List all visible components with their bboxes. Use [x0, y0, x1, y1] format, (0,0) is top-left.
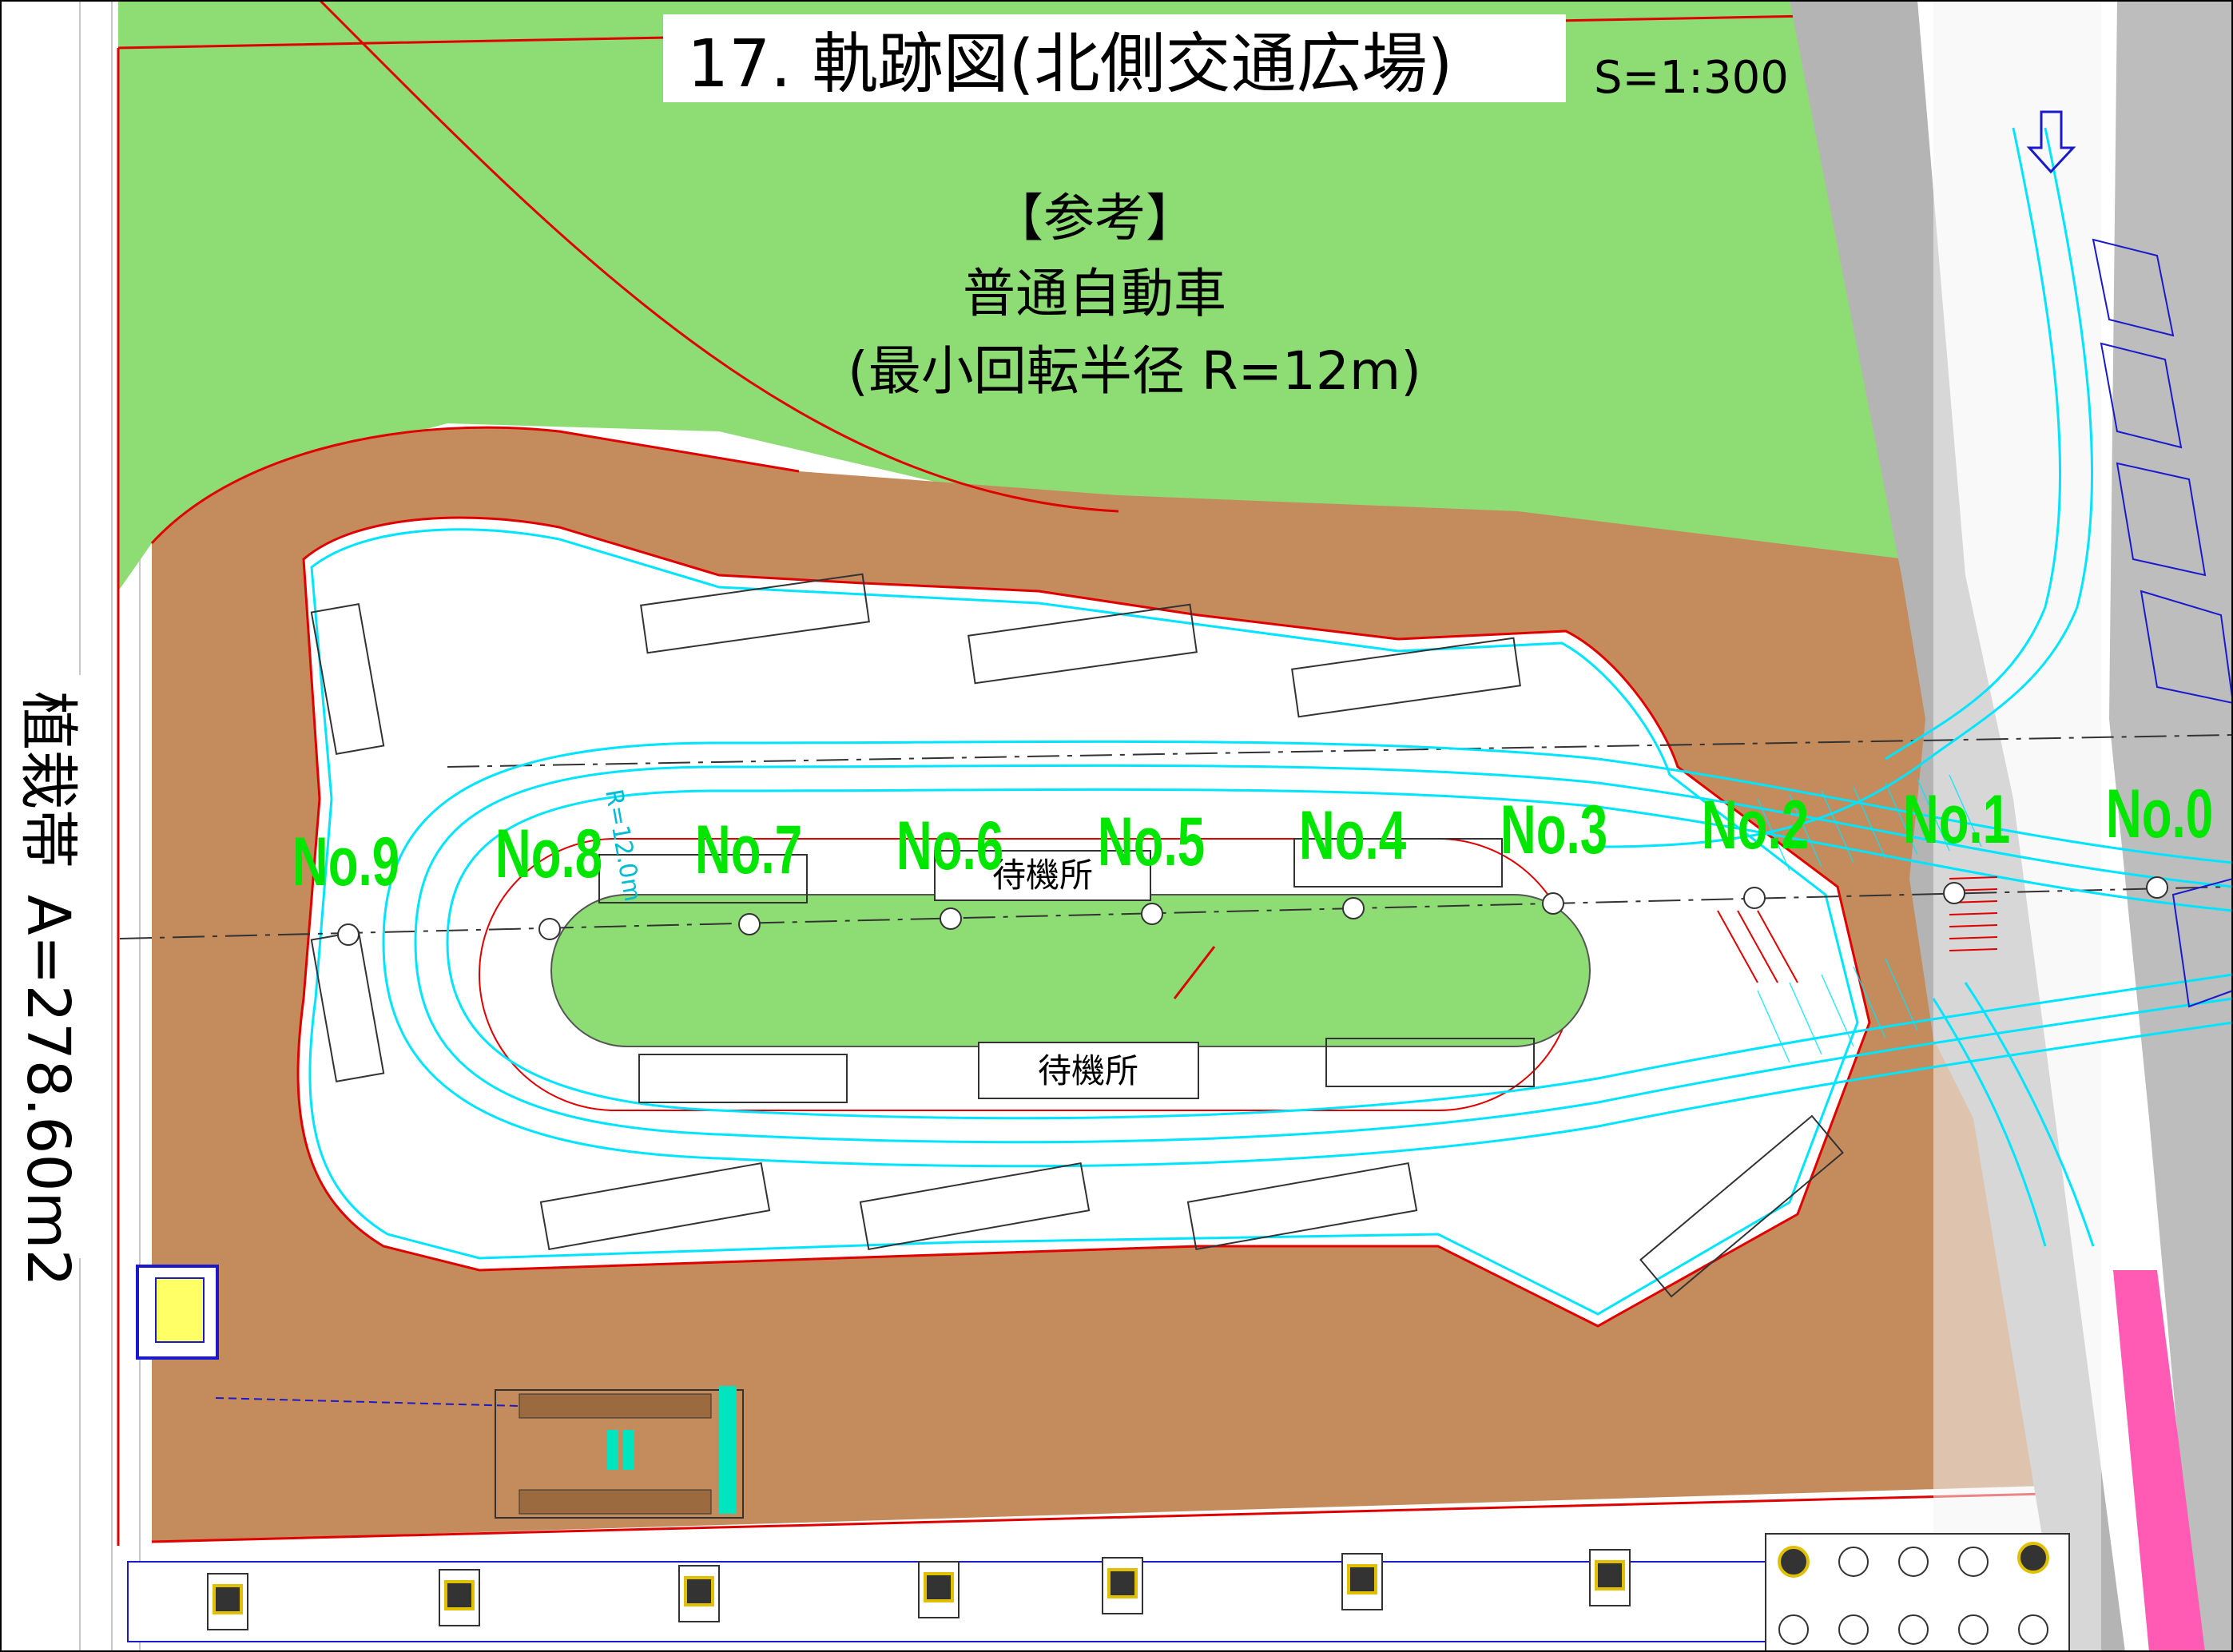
median-arc-mark — [1173, 946, 1216, 999]
station-label-4: No.4 — [1299, 796, 1406, 873]
station-label-0: No.0 — [2106, 775, 2213, 852]
station-label-7: No.7 — [695, 811, 802, 888]
centerline — [119, 886, 2233, 939]
vehicle-type: 普通自動車 — [963, 263, 1226, 324]
planting-strip-label: 植栽帯 — [14, 691, 82, 868]
waiting-area-lower-box — [978, 1042, 1199, 1099]
waiting-area-lower: 待機所 — [1038, 1051, 1138, 1090]
diagram-title: 17. 軌跡図(北側交通広場) — [687, 26, 1452, 102]
planting-label-box — [0, 675, 94, 1258]
station-labels: No.9 No.8 No.7 No.6 No.5 No.4 No.3 No.2 … — [292, 775, 2213, 899]
elevator — [136, 1265, 520, 1407]
station-label-1: No.1 — [1903, 780, 2010, 857]
station-label-3: No.3 — [1500, 791, 1607, 868]
crosswalk-hatch — [1717, 876, 1998, 983]
station-markers — [337, 876, 2168, 946]
pink-zone — [2113, 1270, 2205, 1652]
escalator — [495, 1386, 744, 1519]
vehicle-swept-path — [382, 127, 2233, 1247]
road-lane-outer — [2109, 0, 2233, 1652]
upper-axis — [447, 734, 2233, 768]
station-label-5: No.5 — [1098, 803, 1205, 880]
scale-label: S=1:300 — [1594, 52, 1789, 104]
station-label-6: No.6 — [896, 807, 1003, 884]
down-arrow-icon — [2026, 110, 2076, 174]
entrance-hatch — [1757, 774, 1982, 1063]
waiting-area-upper: 待機所 — [992, 856, 1093, 895]
parked-vehicles — [310, 573, 1844, 1298]
planting-strip-area: A=278.60m2 — [14, 895, 82, 1287]
waiting-area-upper-box — [934, 850, 1151, 901]
title-box — [663, 14, 1566, 102]
bus-stop-row — [127, 1533, 2070, 1652]
road-hatch — [2092, 238, 2233, 1008]
reference-heading: 【参考】 — [992, 189, 1197, 248]
loop-curb-line — [308, 528, 1859, 1316]
station-label-2: No.2 — [1702, 786, 1809, 863]
green-open-space — [118, 0, 1905, 591]
turning-radius: (最小回転半径 R=12m) — [848, 340, 1421, 402]
central-median — [550, 894, 1591, 1047]
station-label-9: No.9 — [292, 823, 399, 899]
station-label-8: No.8 — [495, 815, 602, 892]
